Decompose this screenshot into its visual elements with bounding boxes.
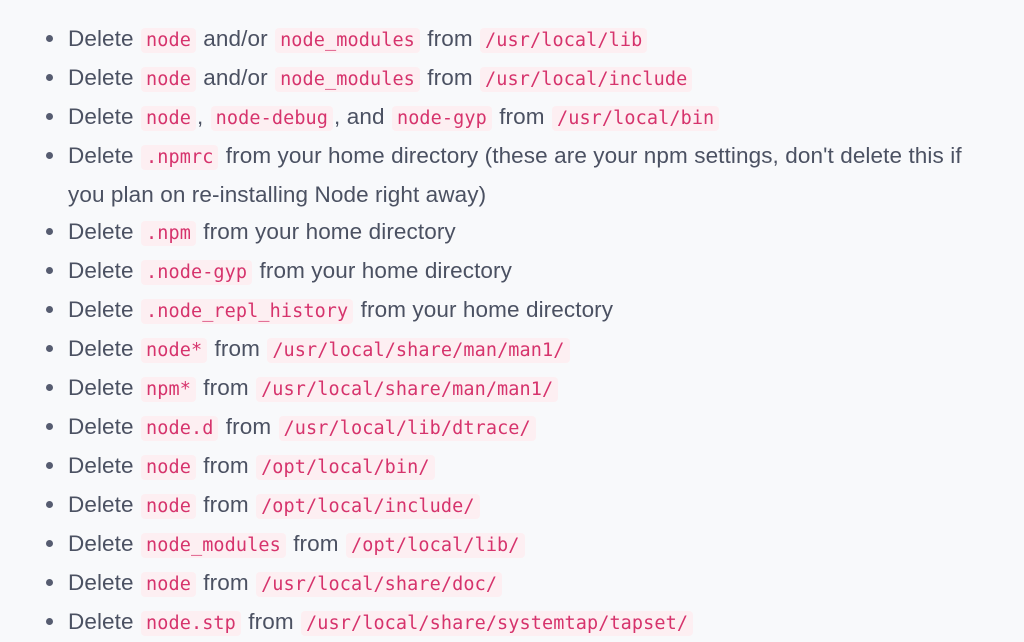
item-text: Delete xyxy=(68,104,140,129)
code-token: node xyxy=(141,67,196,92)
bullet-icon xyxy=(46,618,53,625)
item-text: from xyxy=(196,492,256,517)
item-text: from your home directory xyxy=(196,219,456,244)
item-text: from your home directory xyxy=(253,258,512,283)
item-text: Delete xyxy=(68,143,140,168)
item-text: Delete xyxy=(68,219,140,244)
item-text: from xyxy=(196,453,256,478)
list-item: Delete .npmrc from your home directory (… xyxy=(46,137,964,213)
bullet-icon xyxy=(46,228,53,235)
code-token: /opt/local/include/ xyxy=(256,494,480,519)
item-text: and/or xyxy=(196,65,275,90)
list-item: Delete node, node-debug, and node-gyp fr… xyxy=(46,98,964,137)
code-token: .node-gyp xyxy=(141,260,253,285)
item-text: from your home directory (these are your… xyxy=(68,143,969,207)
item-text: from xyxy=(420,65,480,90)
item-text: , and xyxy=(334,104,391,129)
item-text: from xyxy=(420,26,480,51)
code-token: node xyxy=(141,494,196,519)
item-text: Delete xyxy=(68,609,140,634)
code-token: /usr/local/lib/dtrace/ xyxy=(278,416,536,441)
list-item: Delete node.d from /usr/local/lib/dtrace… xyxy=(46,408,964,447)
bullet-icon xyxy=(46,384,53,391)
item-text: Delete xyxy=(68,26,140,51)
code-token: /usr/local/lib xyxy=(480,28,648,53)
item-text: from xyxy=(241,609,301,634)
code-token: /usr/local/share/man/man1/ xyxy=(256,377,559,402)
item-text: Delete xyxy=(68,570,140,595)
list-item: Delete .node_repl_history from your home… xyxy=(46,291,964,330)
item-text: Delete xyxy=(68,375,140,400)
bullet-icon xyxy=(46,501,53,508)
item-text: from your home directory xyxy=(354,297,614,322)
item-text: and/or xyxy=(196,26,275,51)
code-token: node.d xyxy=(141,416,219,441)
bullet-icon xyxy=(46,35,53,42)
code-token: node-debug xyxy=(210,106,334,131)
code-token: .npmrc xyxy=(141,145,219,170)
item-text: Delete xyxy=(68,65,140,90)
code-token: /opt/local/bin/ xyxy=(256,455,435,480)
list-item: Delete node and/or node_modules from /us… xyxy=(46,59,964,98)
item-text: , xyxy=(196,104,210,129)
code-token: node xyxy=(141,455,196,480)
list-item: Delete npm* from /usr/local/share/man/ma… xyxy=(46,369,964,408)
item-text: Delete xyxy=(68,453,140,478)
bullet-icon xyxy=(46,540,53,547)
code-token: node xyxy=(141,28,196,53)
item-text: Delete xyxy=(68,258,140,283)
code-token: /usr/local/include xyxy=(480,67,693,92)
item-text: from xyxy=(492,104,551,129)
code-token: node_modules xyxy=(275,67,420,92)
item-text: Delete xyxy=(68,336,140,361)
item-text: Delete xyxy=(68,492,140,517)
code-token: .node_repl_history xyxy=(141,299,354,324)
bullet-icon xyxy=(46,462,53,469)
item-text: from xyxy=(219,414,278,439)
list-item: Delete node and/or node_modules from /us… xyxy=(46,20,964,59)
list-item: Delete node.stp from /usr/local/share/sy… xyxy=(46,603,964,642)
item-text: Delete xyxy=(68,414,140,439)
bullet-icon xyxy=(46,345,53,352)
list-item: Delete node* from /usr/local/share/man/m… xyxy=(46,330,964,369)
item-text: from xyxy=(196,570,256,595)
bullet-icon xyxy=(46,74,53,81)
item-text: from xyxy=(286,531,345,556)
list-item: Delete node from /opt/local/include/ xyxy=(46,486,964,525)
list-item: Delete node from /opt/local/bin/ xyxy=(46,447,964,486)
list-item: Delete .node-gyp from your home director… xyxy=(46,252,964,291)
code-token: /usr/local/share/doc/ xyxy=(256,572,503,597)
list-item: Delete node from /usr/local/share/doc/ xyxy=(46,564,964,603)
item-text: from xyxy=(208,336,267,361)
list-item: Delete .npm from your home directory xyxy=(46,213,964,252)
list-item: Delete node_modules from /opt/local/lib/ xyxy=(46,525,964,564)
code-token: /usr/local/share/man/man1/ xyxy=(267,338,570,363)
bullet-icon xyxy=(46,423,53,430)
bullet-icon xyxy=(46,267,53,274)
code-token: node_modules xyxy=(275,28,420,53)
code-token: node_modules xyxy=(141,533,286,558)
code-token: /opt/local/lib/ xyxy=(345,533,525,558)
uninstall-steps-list: Delete node and/or node_modules from /us… xyxy=(46,20,964,642)
code-token: node* xyxy=(141,338,208,363)
code-token: node xyxy=(141,106,196,131)
bullet-icon xyxy=(46,306,53,313)
code-token: /usr/local/bin xyxy=(551,106,720,131)
code-token: npm* xyxy=(141,377,196,402)
code-token: .npm xyxy=(141,221,196,246)
bullet-icon xyxy=(46,152,53,159)
bullet-icon xyxy=(46,579,53,586)
code-token: node xyxy=(141,572,196,597)
document-body: Delete node and/or node_modules from /us… xyxy=(46,26,962,636)
bullet-icon xyxy=(46,113,53,120)
item-text: from xyxy=(196,375,256,400)
item-text: Delete xyxy=(68,297,140,322)
item-text: Delete xyxy=(68,531,140,556)
code-token: node-gyp xyxy=(391,106,492,131)
